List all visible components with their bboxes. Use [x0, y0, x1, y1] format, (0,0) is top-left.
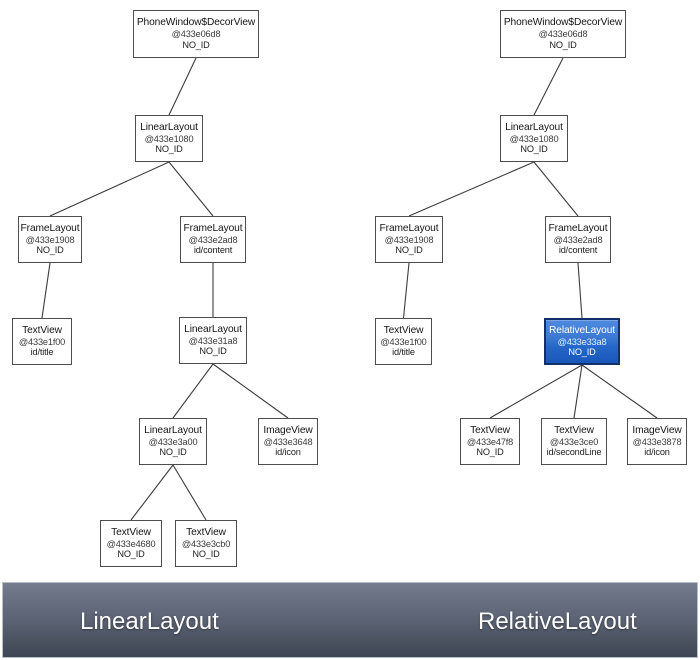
node-class-name: LinearLayout	[144, 424, 202, 436]
node-hash-id: @433e3648	[263, 436, 313, 447]
tree-edge	[408, 161, 535, 217]
node-hash-id: @433e4680	[106, 538, 156, 549]
node-hash-id: @433e1080	[509, 133, 559, 144]
node-class-name: LinearLayout	[184, 323, 242, 335]
node-hash-id: @433e1908	[25, 234, 75, 245]
caption-bar: LinearLayout RelativeLayout	[2, 582, 698, 658]
tree-edge	[172, 464, 207, 521]
node-class-name: TextView	[111, 526, 151, 538]
tree-edge	[577, 262, 583, 319]
node-hash-id: @433e33a8	[557, 336, 607, 347]
node-hash-id: @433e3cb0	[181, 538, 231, 549]
node-hash-id: @433e31a8	[188, 335, 238, 346]
node-class-name: PhoneWindow$DecorView	[136, 17, 256, 29]
tree-edge	[533, 57, 564, 116]
tree-edge	[168, 161, 214, 217]
tree-edge	[130, 464, 174, 521]
node-resource-id: id/content	[558, 245, 598, 256]
node-class-name: FrameLayout	[379, 222, 439, 234]
tree-edge	[573, 364, 583, 419]
node-hash-id: @433e1080	[144, 133, 194, 144]
caption-label-relativelayout: RelativeLayout	[478, 608, 637, 635]
node-resource-id: NO_ID	[117, 549, 145, 560]
node-class-name: LinearLayout	[140, 121, 198, 133]
tree-edge	[212, 363, 289, 419]
node-class-name: TextView	[22, 324, 62, 336]
node-class-name: FrameLayout	[183, 222, 243, 234]
caption-label-linearlayout: LinearLayout	[80, 608, 219, 635]
node-resource-id: NO_ID	[520, 144, 548, 155]
node-resource-id: NO_ID	[36, 245, 64, 256]
node-hash-id: @433e3878	[632, 436, 682, 447]
tree-edge	[49, 161, 170, 217]
node-resource-id: id/icon	[275, 447, 301, 458]
tree-edge	[581, 364, 658, 419]
node-resource-id: NO_ID	[568, 347, 596, 358]
node-class-name: TextView	[470, 424, 510, 436]
tree-edge	[41, 262, 51, 319]
node-hash-id: @433e1908	[384, 234, 434, 245]
node-resource-id: NO_ID	[182, 39, 210, 50]
node-resource-id: NO_ID	[192, 549, 220, 560]
node-class-name: TextView	[186, 526, 226, 538]
node-class-name: FrameLayout	[548, 222, 608, 234]
node-hash-id: @433e06d8	[171, 29, 221, 40]
node-resource-id: NO_ID	[476, 447, 504, 458]
tree-edge	[172, 363, 214, 419]
node-resource-id: id/secondLine	[546, 447, 602, 458]
node-hash-id: @433e3ce0	[549, 436, 599, 447]
node-class-name: TextView	[554, 424, 594, 436]
node-class-name: ImageView	[632, 424, 682, 436]
tree-edge	[402, 262, 410, 319]
node-resource-id: NO_ID	[159, 447, 187, 458]
node-resource-id: id/title	[392, 347, 415, 358]
node-resource-id: NO_ID	[395, 245, 423, 256]
node-resource-id: NO_ID	[155, 144, 183, 155]
node-resource-id: NO_ID	[549, 39, 577, 50]
node-resource-id: id/icon	[644, 447, 670, 458]
node-hash-id: @433e2ad8	[553, 234, 603, 245]
node-class-name: LinearLayout	[505, 121, 563, 133]
node-resource-id: NO_ID	[199, 346, 227, 357]
tree-edge	[489, 364, 583, 419]
node-class-name: ImageView	[263, 424, 313, 436]
node-class-name: TextView	[383, 324, 424, 336]
node-hash-id: @433e2ad8	[188, 234, 238, 245]
node-class-name: RelativeLayout	[549, 324, 615, 336]
node-class-name: PhoneWindow$DecorView	[503, 17, 623, 29]
tree-edge	[168, 57, 197, 116]
node-hash-id: @433e47f8	[466, 436, 514, 447]
node-resource-id: id/content	[193, 245, 233, 256]
node-hash-id: @433e1f00	[380, 336, 427, 347]
tree-edge	[533, 161, 579, 217]
node-hash-id: @433e06d8	[538, 29, 588, 40]
node-class-name: FrameLayout	[20, 222, 80, 234]
node-resource-id: id/title	[30, 347, 54, 358]
node-hash-id: @433e1f00	[18, 336, 66, 347]
node-hash-id: @433e3a00	[148, 436, 198, 447]
